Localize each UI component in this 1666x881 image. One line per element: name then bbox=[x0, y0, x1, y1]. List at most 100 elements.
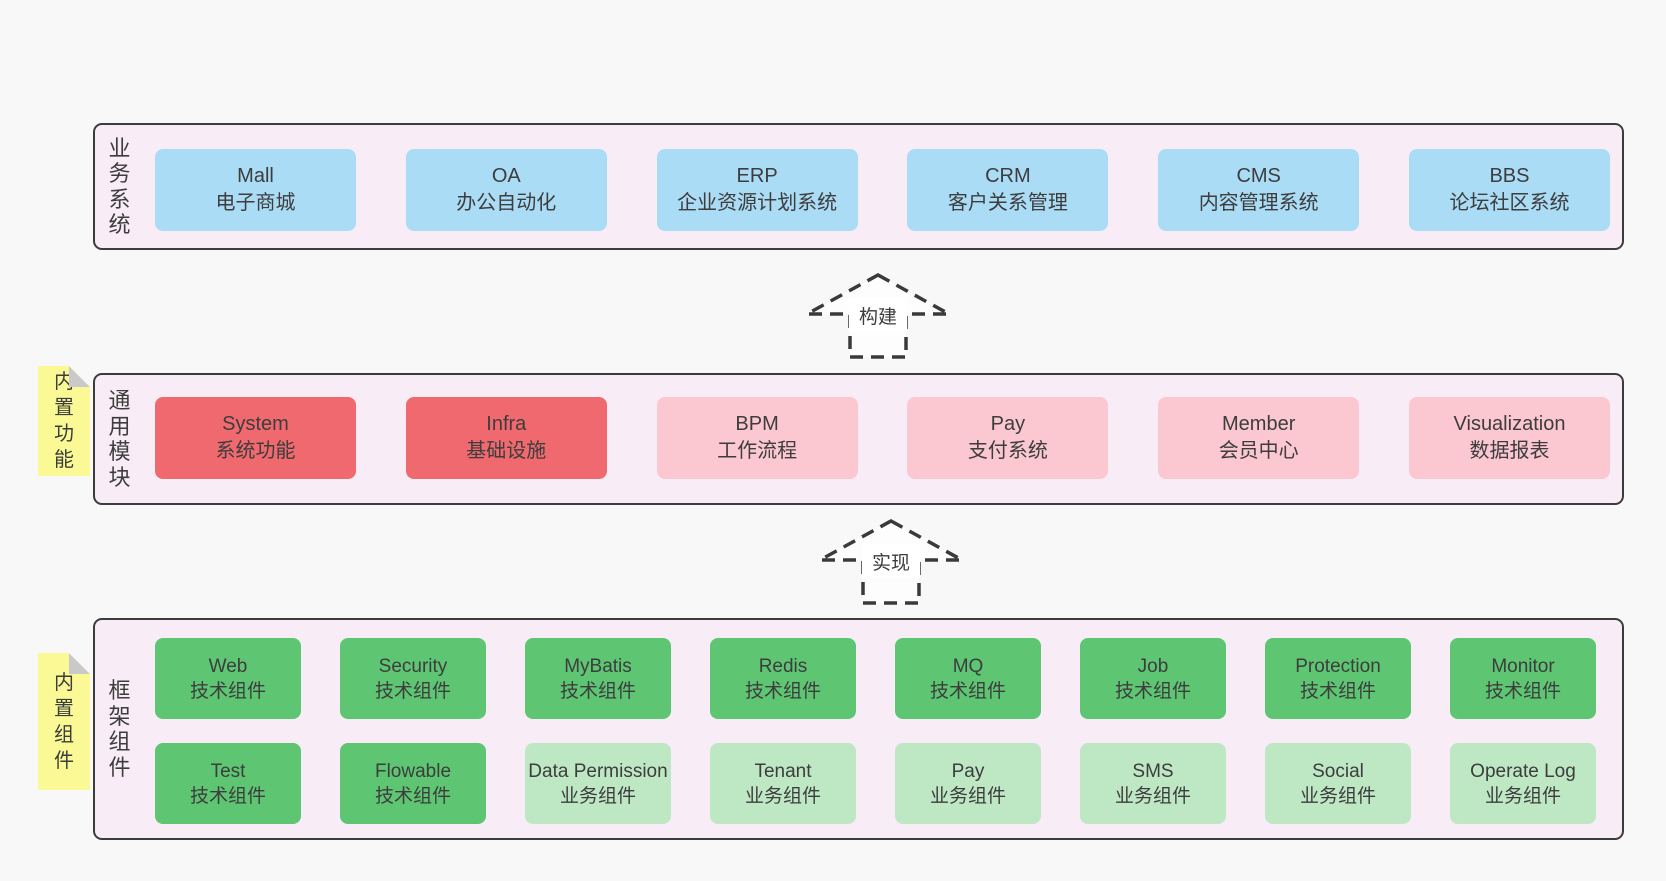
diagram-box: Flowable 技术组件 bbox=[340, 743, 486, 824]
box-subtitle: 业务组件 bbox=[1484, 785, 1561, 807]
band-framework-components: 框架组件 Web 技术组件 Security 技术组件 MyBatis 技术组件 bbox=[93, 618, 1624, 840]
diagram-box: OA 办公自动化 bbox=[405, 149, 607, 231]
box-subtitle: 业务组件 bbox=[1299, 785, 1376, 807]
arrow-label-bg bbox=[862, 544, 920, 578]
box-title: MyBatis bbox=[564, 655, 632, 677]
diagram-box: ERP 企业资源计划系统 bbox=[656, 149, 858, 231]
folded-corner-icon bbox=[69, 653, 90, 674]
box-subtitle: 技术组件 bbox=[374, 785, 451, 807]
diagram-box: Web 技术组件 bbox=[155, 638, 301, 719]
box-subtitle: 内容管理系统 bbox=[1198, 192, 1319, 214]
band-business-boxes: Mall 电子商城 OA 办公自动化 ERP 企业资源计划系统 CRM 客户关系… bbox=[155, 149, 1610, 231]
box-subtitle: 业务组件 bbox=[929, 785, 1006, 807]
diagram-box: Job 技术组件 bbox=[1080, 638, 1226, 719]
dashed-up-arrow-icon: 构建 bbox=[806, 273, 950, 359]
diagram-box: CRM 客户关系管理 bbox=[907, 149, 1109, 231]
box-subtitle: 数据报表 bbox=[1469, 440, 1550, 462]
band-components-row-1: Web 技术组件 Security 技术组件 MyBatis 技术组件 Redi… bbox=[155, 638, 1596, 719]
diagram-box: SMS 业务组件 bbox=[1080, 743, 1226, 824]
box-subtitle: 技术组件 bbox=[1484, 680, 1561, 702]
diagram-box: Test 技术组件 bbox=[155, 743, 301, 824]
box-title: Protection bbox=[1295, 655, 1381, 677]
box-title: Pay bbox=[951, 760, 985, 782]
box-title: Flowable bbox=[374, 760, 452, 782]
sticky-note-built-in-components: 内置组件 bbox=[38, 653, 90, 790]
box-title: Redis bbox=[758, 655, 808, 677]
diagram-box: Social 业务组件 bbox=[1265, 743, 1411, 824]
box-title: MQ bbox=[952, 655, 984, 677]
box-subtitle: 技术组件 bbox=[559, 680, 636, 702]
diagram-box: Pay 支付系统 bbox=[907, 397, 1109, 479]
box-subtitle: 会员中心 bbox=[1218, 440, 1299, 462]
sticky-label: 内置功能 bbox=[54, 371, 74, 471]
box-subtitle: 业务组件 bbox=[1114, 785, 1191, 807]
diagram-box: Member 会员中心 bbox=[1158, 397, 1360, 479]
diagram-box: MyBatis 技术组件 bbox=[525, 638, 671, 719]
arrow-build-label: 构建 bbox=[859, 306, 897, 328]
box-title: Operate Log bbox=[1470, 760, 1576, 782]
diagram-box: Tenant 业务组件 bbox=[710, 743, 856, 824]
box-title: Infra bbox=[486, 413, 527, 435]
box-title: Job bbox=[1137, 655, 1169, 677]
box-title: Tenant bbox=[754, 760, 812, 782]
diagram-box: Visualization 数据报表 bbox=[1408, 397, 1610, 479]
dashed-up-arrow-icon: 实现 bbox=[819, 519, 963, 605]
box-subtitle: 客户关系管理 bbox=[947, 192, 1068, 214]
box-subtitle: 技术组件 bbox=[189, 680, 266, 702]
band-components-label: 框架组件 bbox=[108, 677, 132, 780]
box-title: Test bbox=[210, 760, 246, 782]
box-subtitle: 企业资源计划系统 bbox=[677, 192, 838, 214]
band-business-systems: 业务系统 Mall 电子商城 OA 办公自动化 ERP 企业资源计划系统 bbox=[93, 123, 1624, 250]
box-subtitle: 技术组件 bbox=[744, 680, 821, 702]
box-title: ERP bbox=[736, 165, 778, 187]
box-subtitle: 技术组件 bbox=[189, 785, 266, 807]
box-title: System bbox=[222, 413, 289, 435]
box-subtitle: 工作流程 bbox=[717, 440, 798, 462]
box-subtitle: 业务组件 bbox=[744, 785, 821, 807]
diagram-box: Operate Log 业务组件 bbox=[1450, 743, 1596, 824]
box-title: Pay bbox=[990, 413, 1026, 435]
folded-corner-icon bbox=[69, 366, 90, 387]
diagram-box: CMS 内容管理系统 bbox=[1158, 149, 1360, 231]
box-title: BPM bbox=[735, 413, 779, 435]
band-common-modules: 通用模块 System 系统功能 Infra 基础设施 BPM 工作流程 bbox=[93, 373, 1624, 505]
box-subtitle: 业务组件 bbox=[559, 785, 636, 807]
box-subtitle: 技术组件 bbox=[929, 680, 1006, 702]
sticky-label: 内置组件 bbox=[54, 671, 74, 772]
box-title: BBS bbox=[1489, 165, 1530, 187]
box-subtitle: 支付系统 bbox=[967, 440, 1048, 462]
box-title: OA bbox=[491, 165, 521, 187]
box-title: Social bbox=[1312, 760, 1364, 782]
diagram-box: Security 技术组件 bbox=[340, 638, 486, 719]
band-components-row-2: Test 技术组件 Flowable 技术组件 Data Permission … bbox=[155, 743, 1596, 824]
diagram-box: System 系统功能 bbox=[155, 397, 356, 479]
box-subtitle: 技术组件 bbox=[1299, 680, 1376, 702]
diagram-box: Monitor 技术组件 bbox=[1450, 638, 1596, 719]
diagram-box: Redis 技术组件 bbox=[710, 638, 856, 719]
box-title: SMS bbox=[1132, 760, 1174, 782]
band-modules-boxes: System 系统功能 Infra 基础设施 BPM 工作流程 Pay 支付系统 bbox=[155, 397, 1610, 479]
box-subtitle: 技术组件 bbox=[1114, 680, 1191, 702]
box-title: CMS bbox=[1236, 165, 1281, 187]
band-modules-label: 通用模块 bbox=[108, 387, 132, 490]
box-subtitle: 技术组件 bbox=[374, 680, 451, 702]
diagram-box: Mall 电子商城 bbox=[155, 149, 356, 231]
box-title: CRM bbox=[985, 165, 1031, 187]
box-subtitle: 办公自动化 bbox=[456, 192, 557, 214]
diagram-box: BPM 工作流程 bbox=[656, 397, 858, 479]
arrow-implement-label: 实现 bbox=[872, 552, 910, 574]
box-title: Visualization bbox=[1453, 413, 1566, 435]
diagram-box: Pay 业务组件 bbox=[895, 743, 1041, 824]
diagram-box: Protection 技术组件 bbox=[1265, 638, 1411, 719]
box-title: Web bbox=[208, 655, 248, 677]
box-subtitle: 电子商城 bbox=[215, 192, 296, 214]
diagram-box: Data Permission 业务组件 bbox=[525, 743, 671, 824]
box-title: Mall bbox=[237, 165, 274, 187]
box-subtitle: 基础设施 bbox=[466, 440, 547, 462]
box-title: Monitor bbox=[1491, 655, 1555, 677]
box-title: Data Permission bbox=[528, 760, 668, 782]
diagram-box: BBS 论坛社区系统 bbox=[1408, 149, 1610, 231]
diagram-box: Infra 基础设施 bbox=[405, 397, 607, 479]
box-subtitle: 系统功能 bbox=[215, 440, 296, 462]
